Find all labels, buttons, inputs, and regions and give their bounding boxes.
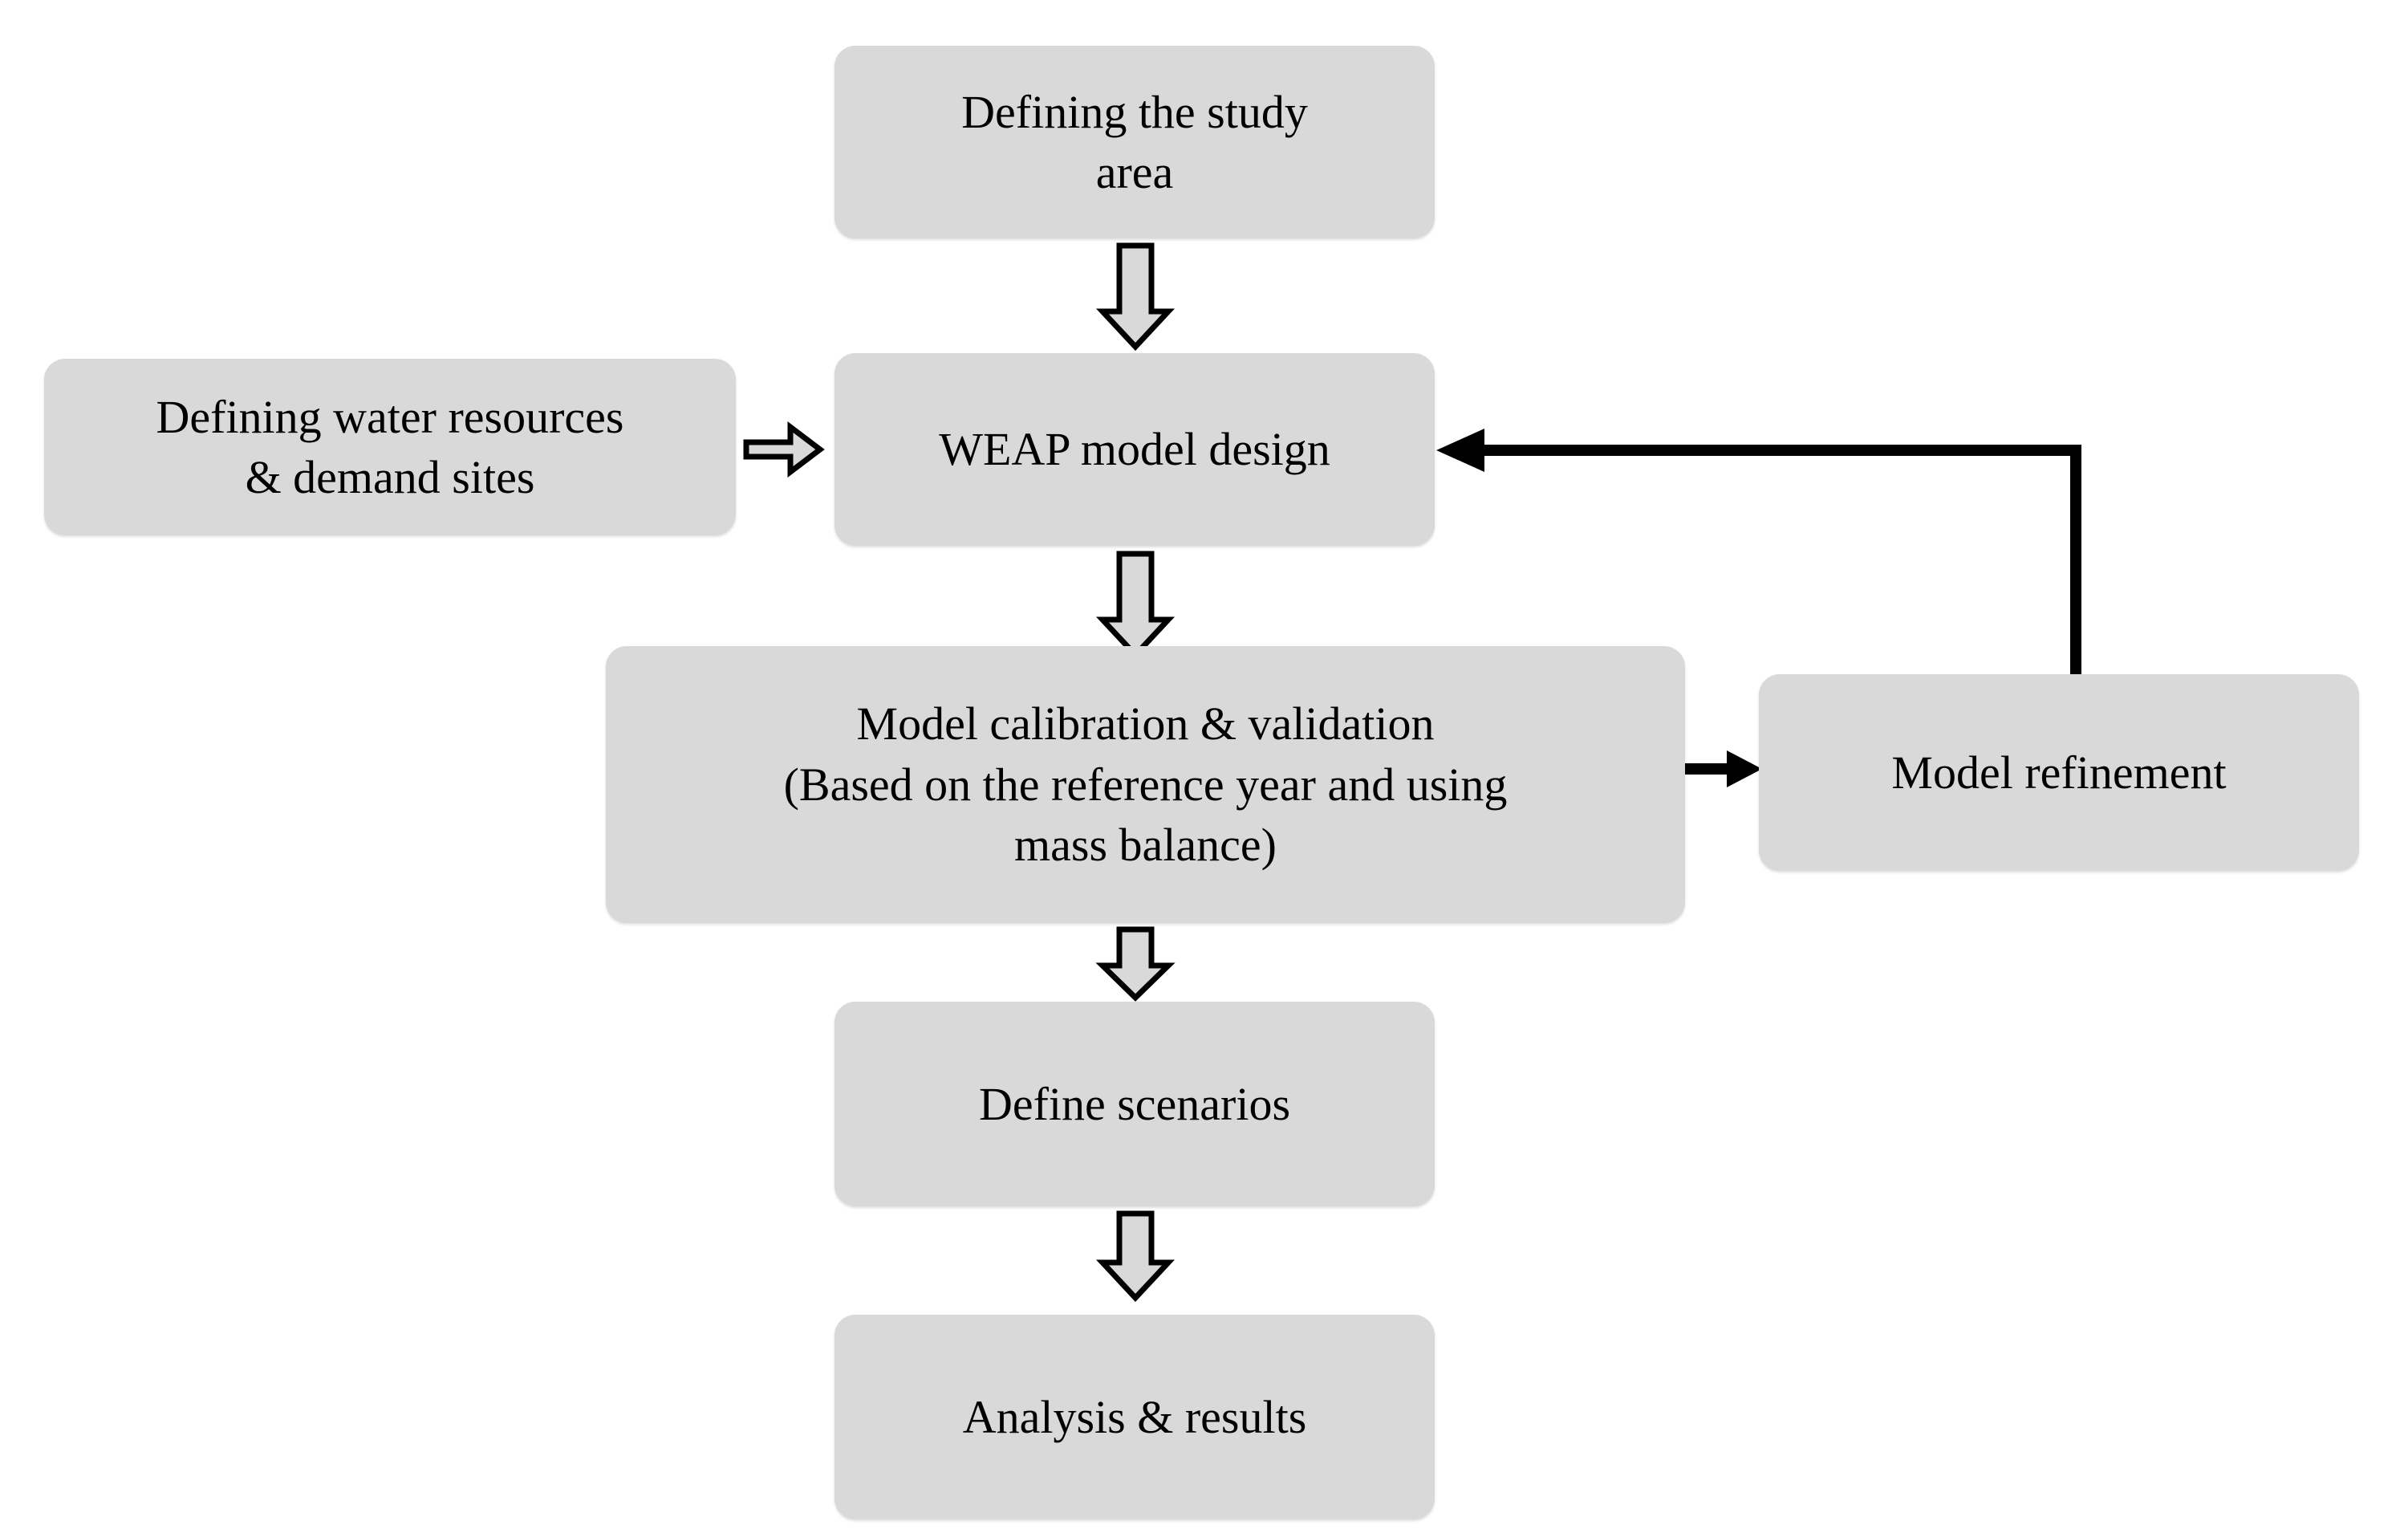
node-model-refinement[interactable]: Model refinement	[1759, 674, 2359, 871]
node-label: Defining the study area	[961, 85, 1308, 198]
node-label: Model refinement	[1891, 746, 2227, 799]
connector-study-area-to-weap	[1095, 242, 1176, 352]
connector-water-res-to-weap	[743, 421, 825, 478]
node-weap-model-design[interactable]: WEAP model design	[834, 353, 1435, 546]
node-model-calibration-validation[interactable]: Model calibration & validation (Based on…	[606, 646, 1685, 923]
node-defining-water-resources-demand-sites[interactable]: Defining water resources & demand sites	[44, 359, 736, 535]
node-label: Defining water resources & demand sites	[156, 390, 624, 503]
connector-calibration-to-scenarios	[1095, 926, 1176, 1002]
connector-weap-to-calibration	[1095, 551, 1176, 660]
connector-scenarios-to-analysis	[1095, 1210, 1176, 1303]
connector-calibration-to-refinement	[1683, 750, 1762, 787]
node-label: WEAP model design	[939, 423, 1330, 476]
node-label: Model calibration & validation (Based on…	[783, 697, 1508, 872]
node-define-scenarios[interactable]: Define scenarios	[834, 1002, 1435, 1206]
node-analysis-results[interactable]: Analysis & results	[834, 1315, 1435, 1519]
node-defining-study-area[interactable]: Defining the study area	[834, 46, 1435, 238]
connector-refinement-to-weap	[1436, 429, 2081, 678]
node-label: Define scenarios	[978, 1077, 1291, 1130]
node-label: Analysis & results	[962, 1390, 1307, 1443]
